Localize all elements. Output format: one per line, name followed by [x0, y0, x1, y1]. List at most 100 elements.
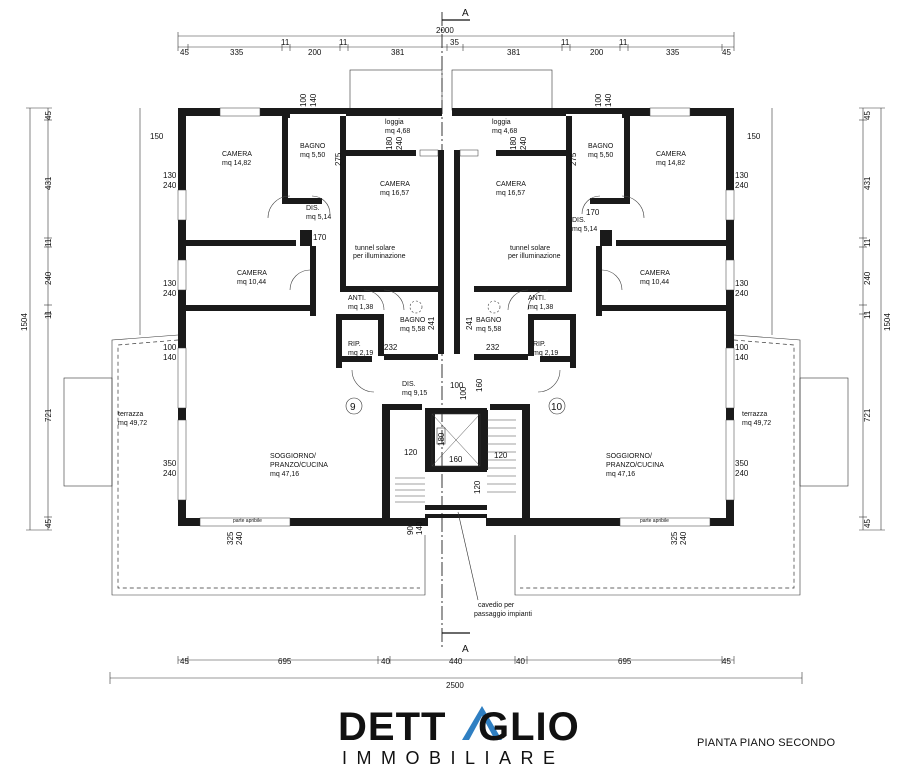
room-area: mq 1,38 [348, 304, 373, 311]
top-dim-5: 11 [339, 38, 348, 47]
room-area: mq 1,38 [528, 304, 553, 311]
terraces [63, 69, 849, 596]
section-mark-bottom: A [462, 644, 469, 655]
unit-number: 9 [350, 402, 356, 413]
inner-dim: 232 [384, 343, 398, 352]
inner-dim: 150 [150, 132, 164, 141]
room-area: mq 9,15 [402, 390, 427, 397]
inner-dim: 240 [235, 531, 244, 545]
room-area: mq 14,82 [222, 160, 251, 167]
inner-dim: 241 [465, 316, 474, 330]
room-name: BAGNO [300, 143, 326, 150]
tunnel-label: tunnel solare [510, 245, 550, 252]
room-area: mq 5,14 [572, 226, 597, 233]
tunnel-label: tunnel solare [355, 245, 395, 252]
room-name: ANTI. [348, 295, 366, 302]
staircase [395, 413, 516, 503]
inner-dim: 170 [586, 208, 600, 217]
room-area: mq 10,44 [237, 279, 266, 286]
top-dim-2: 335 [230, 48, 244, 57]
logo-text-part-2: GLIO [478, 705, 580, 749]
room-area: mq 10,44 [640, 279, 669, 286]
room-area: mq 2,19 [348, 350, 373, 357]
inner-dim: 241 [427, 316, 436, 330]
room-name: BAGNO [400, 317, 426, 324]
inner-dim: 240 [735, 289, 749, 298]
inner-dim: 325 [226, 531, 235, 545]
bottom-dim-4: 440 [449, 657, 463, 666]
unit-markers: 9 10 [345, 397, 566, 415]
inner-dim: 130 [735, 171, 749, 180]
bottom-total-dim: 2500 [446, 681, 464, 690]
top-dim-3: 11 [281, 38, 290, 47]
left-dim-5: 11 [44, 310, 53, 319]
top-dim-6: 381 [391, 48, 405, 57]
room-area: PRANZO/CUCINA [270, 462, 328, 469]
room-area: mq 5,50 [300, 152, 325, 159]
inner-dim: 240 [395, 136, 404, 150]
room-name: BAGNO [588, 143, 614, 150]
bottom-dim-5: 40 [516, 657, 525, 666]
room-area: mq 5,58 [400, 326, 425, 333]
room-name: CAMERA [656, 151, 686, 158]
inner-dim: 100 [299, 93, 308, 107]
top-dim-13: 45 [722, 48, 731, 57]
inner-dim: 130 [163, 279, 177, 288]
left-dimension-lines: 1504 45 431 11 240 11 721 45 [20, 107, 53, 531]
inner-dim: 275 [569, 152, 578, 166]
room-name: RIP. [348, 341, 361, 348]
inner-dim: 180 [509, 136, 518, 150]
logo-a-mark-icon [462, 706, 502, 740]
bottom-dim-2: 695 [278, 657, 292, 666]
room-area: mq 5,58 [476, 326, 501, 333]
left-dim-3: 11 [44, 238, 53, 247]
room-area: mq 5,50 [588, 152, 613, 159]
room-name: SOGGIORNO/ [270, 453, 316, 460]
tunnel-label: per illuminazione [508, 253, 561, 260]
top-dimension-lines: 2000 45 335 11 200 11 381 35 381 11 200 … [177, 26, 735, 57]
top-dim-8: 381 [507, 48, 521, 57]
inner-dim: 160 [475, 378, 484, 392]
room-area: mq 2,19 [533, 350, 558, 357]
inner-dim: 150 [747, 132, 761, 141]
bottom-dim-3: 40 [381, 657, 390, 666]
cavedio-leader [457, 511, 479, 601]
room-name: CAMERA [380, 181, 410, 188]
inner-dim: 100 [735, 343, 749, 352]
parte-apribile-label: parte apribile [233, 518, 262, 524]
room-name: terrazza [742, 411, 767, 418]
room-name: loggia [385, 119, 404, 126]
room-name: BAGNO [476, 317, 502, 324]
room-area: mq 49,72 [118, 420, 147, 427]
inner-dim: 140 [309, 93, 318, 107]
room-name: SOGGIORNO/ [606, 453, 652, 460]
inner-dim: 140 [735, 353, 749, 362]
dettaglio-logo: DETT GLIO IMMOBILIARE [338, 705, 580, 768]
inner-dim: 120 [494, 451, 508, 460]
inner-dim: 170 [313, 233, 327, 242]
inner-dim: 232 [486, 343, 500, 352]
bottom-dim-1: 45 [180, 657, 189, 666]
inner-dim: 120 [404, 448, 418, 457]
room-name: CAMERA [237, 270, 267, 277]
left-total-dim: 1504 [20, 313, 29, 331]
room-area: mq 16,57 [496, 190, 525, 197]
inner-dim: 140 [163, 353, 177, 362]
inner-dim: 160 [449, 455, 463, 464]
left-dim-4: 240 [44, 271, 53, 285]
bottom-dim-7: 45 [722, 657, 731, 666]
inner-dim: 350 [163, 459, 177, 468]
tunnel-label: per illuminazione [353, 253, 406, 260]
left-dim-6: 721 [44, 408, 53, 422]
inner-dim: 325 [670, 531, 679, 545]
inner-dim: 240 [679, 531, 688, 545]
inner-dim: 120 [473, 480, 482, 494]
bottom-dim-6: 695 [618, 657, 632, 666]
inner-dim: 180 [437, 432, 446, 446]
top-dim-1: 45 [180, 48, 189, 57]
room-name: CAMERA [640, 270, 670, 277]
right-dim-6: 721 [863, 408, 872, 422]
inner-dim: 100 [450, 381, 464, 390]
logo-text-part-1: DETT [338, 705, 446, 749]
inner-dim: 140 [604, 93, 613, 107]
